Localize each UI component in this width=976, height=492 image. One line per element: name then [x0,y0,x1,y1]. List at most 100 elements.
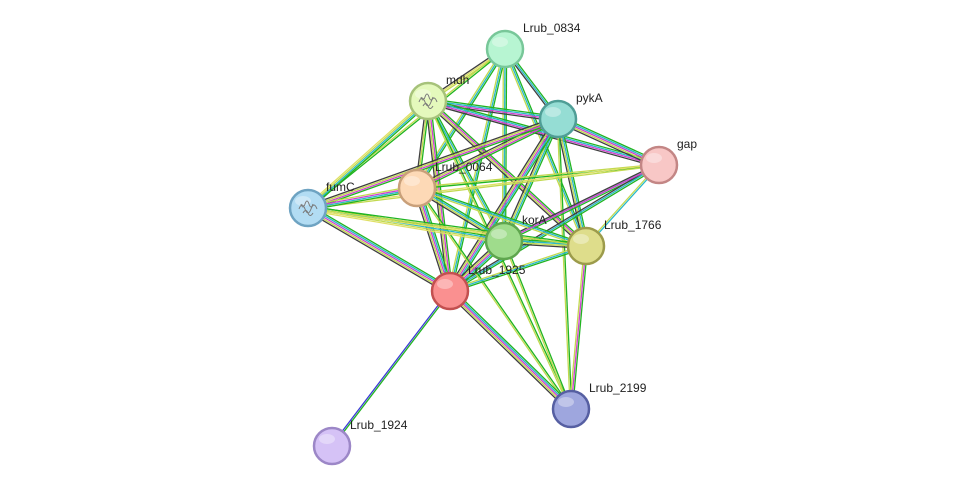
node-label: mdh [446,73,469,87]
node-highlight [646,153,662,163]
edge-fumC-Lrub_1925 [306,204,452,295]
edge-strand [558,118,588,246]
edge-strand [427,102,659,168]
edge-strand [556,119,586,247]
node-circle[interactable] [484,221,524,261]
edge-strand [428,97,559,118]
node-circle[interactable] [408,81,448,121]
node-pykA[interactable]: pykA [538,91,603,139]
edge-strand [503,164,660,242]
edge-strand [308,206,452,291]
node-label: korA [522,213,547,227]
edge-strand [447,48,505,291]
edge-strand [305,98,427,207]
node-highlight [491,229,507,239]
node-Lrub_1925[interactable]: Lrub_1925 [430,263,526,311]
edge-strand [426,101,450,292]
edge-strand [427,101,586,248]
edge-Lrub_0064-Lrub_1766 [416,185,587,249]
node-circle[interactable] [397,168,437,208]
edge-strand [428,99,587,246]
edge-strand [448,291,571,411]
edge-strand [306,116,558,207]
edge-strand [309,102,431,211]
node-label: Lrub_2199 [589,381,647,395]
edge-strand [568,245,586,409]
edge-Lrub_1925-Lrub_2199 [447,288,574,412]
node-circle[interactable] [551,389,591,429]
edge-strand [307,207,587,247]
node-circle[interactable] [566,226,606,266]
edge-gap-Lrub_1925 [448,163,661,293]
node-label: gap [677,137,697,151]
edge-strand [416,188,586,249]
node-Lrub_2199[interactable]: Lrub_2199 [551,381,647,429]
node-Lrub_0834[interactable]: Lrub_0834 [485,21,581,69]
edge-strand [306,208,450,293]
node-label: Lrub_0064 [435,160,493,174]
node-highlight [558,397,574,407]
edge-Lrub_1766-Lrub_2199 [568,245,589,410]
node-Lrub_0064[interactable]: Lrub_0064 [397,160,493,208]
node-circle[interactable] [639,145,679,185]
edge-strand [308,205,587,246]
edge-pykA-Lrub_2199 [556,118,573,410]
node-label: Lrub_1766 [604,218,662,232]
edge-strand [449,290,572,410]
edge-strand [417,119,559,190]
edge-strand [309,204,452,289]
edge-strand [447,292,570,412]
edge-strand [556,119,571,410]
node-highlight [404,176,420,186]
edge-strand [427,101,659,167]
node-highlight [492,37,508,47]
edge-strand [570,245,587,410]
node-highlight [295,196,311,206]
node-fumC[interactable]: fumC [288,180,355,228]
node-highlight [415,89,431,99]
edge-strand [308,119,559,210]
node-circle[interactable] [485,29,525,69]
edge-strand [307,117,558,208]
edge-strand [308,101,429,210]
edge-pykA-fumC [306,116,560,211]
edge-strand [417,120,560,191]
edge-strand [571,246,589,410]
edge-strand [426,101,504,243]
node-circle[interactable] [430,271,470,311]
edge-strand [449,243,586,291]
edge-strand [416,187,587,247]
node-Lrub_1766[interactable]: Lrub_1766 [566,218,662,266]
node-highlight [437,279,453,289]
node-highlight [319,434,335,444]
edge-strand [450,289,573,409]
edge-strand [448,163,659,291]
edge-strand [504,48,587,247]
node-highlight [545,107,561,117]
edge-strand [330,290,450,446]
node-label: pykA [576,91,603,105]
edge-strand [428,99,559,119]
edge-strand [559,118,589,246]
node-circle[interactable] [288,188,328,228]
edge-strand [308,120,560,211]
protein-structure-icon [298,200,318,216]
edge-strand [307,99,428,208]
node-circle[interactable] [312,426,352,466]
edge-strand [450,119,560,293]
node-gap[interactable]: gap [639,137,697,185]
edge-strand [449,245,587,292]
edge-korA-gap [503,164,660,242]
edge-strand [449,164,660,292]
node-Lrub_1924[interactable]: Lrub_1924 [312,418,408,466]
node-circle[interactable] [538,99,578,139]
node-mdh[interactable]: mdh [408,73,469,121]
edge-strand [417,185,587,246]
edge-strand [416,163,659,188]
node-korA[interactable]: korA [484,213,547,261]
edge-strand [332,291,452,447]
node-label: Lrub_1925 [468,263,526,277]
edge-strand [504,165,660,244]
edge-strand [308,165,660,210]
